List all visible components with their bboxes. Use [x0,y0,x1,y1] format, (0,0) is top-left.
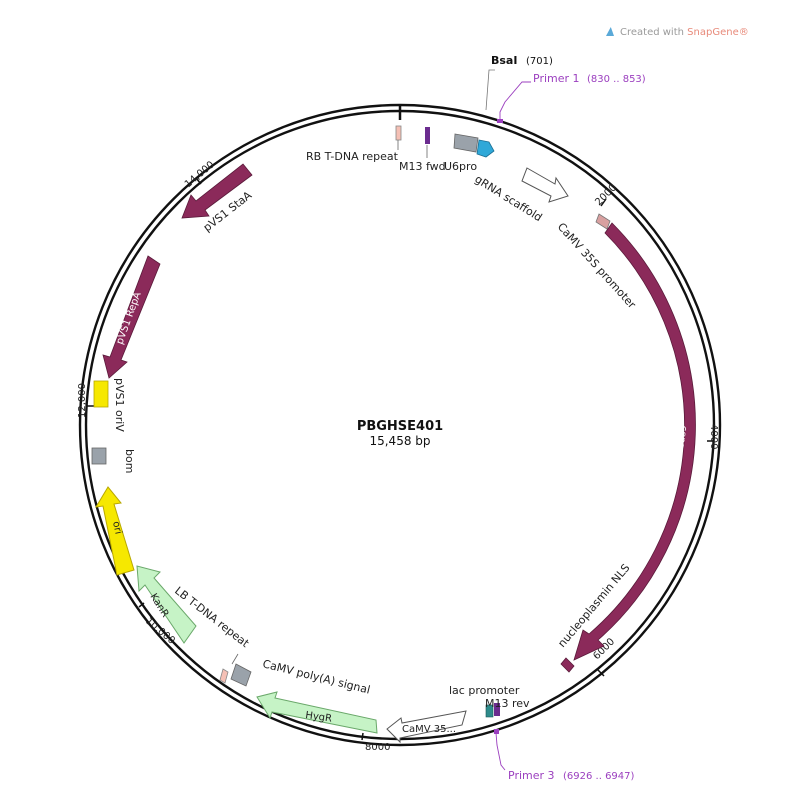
feature-grna-scaffold[interactable] [521,167,569,203]
label-bom: bom [123,449,136,473]
label-primer-1-range: (830 .. 853) [587,74,646,85]
label-pvs1-oriv: pVS1 oriV [113,378,126,432]
tick-label-4000: 4000 [708,424,719,449]
snapgene-logo-icon [606,27,614,36]
tick-2000-mark [600,198,607,207]
label-m13-rev: M13 rev [485,697,530,710]
feature-lac-promoter[interactable] [485,704,494,718]
feature-primer-1[interactable] [497,119,503,123]
leader-lb-tdna [231,653,239,665]
feature-nucleoplasmin-nls[interactable] [560,657,575,673]
tick-14000-mark [195,177,202,185]
plasmid-size: 15,458 bp [369,434,430,448]
tick-label-12000: 12,000 [77,383,88,418]
feature-camv-35s-lower[interactable] [386,710,467,744]
label-primer-3: Primer 3 [508,769,555,782]
label-u6pro: U6pro [444,160,477,173]
tick-10000-mark [138,602,145,608]
feature-u6pro[interactable] [453,133,479,153]
label-primer-3-range: (6926 .. 6947) [563,771,635,782]
feature-primer-3[interactable] [494,729,499,734]
label-camv-35s-lower: CaMV 35... [402,724,456,735]
label-primer-1: Primer 1 [533,72,580,85]
label-lac-promoter: lac promoter [449,684,520,697]
feature-lb-tdna-repeat[interactable] [219,668,229,684]
credit-brand: SnapGene® [687,27,749,38]
label-ori: ori [110,520,123,535]
leader-primer-3 [495,732,506,771]
feature-camv-polya-signal[interactable] [230,663,252,687]
feature-bom[interactable] [91,447,107,465]
feature-ori[interactable] [95,486,135,576]
feature-pvs1-oriv[interactable] [93,380,109,408]
feature-grna-spacer-arrow[interactable] [476,139,495,158]
plasmid-name: PBGHSE401 [357,419,443,434]
label-cas9: Cas9 [675,424,689,450]
feature-rb-tdna-repeat[interactable] [395,125,402,141]
label-rb-tdna-repeat: RB T-DNA repeat [306,150,399,163]
label-hygr: HygR [305,710,333,725]
label-enzyme-bsai: BsaI [491,54,517,67]
leader-primer-1 [499,81,531,120]
label-m13-fwd: M13 fwd [399,160,446,173]
feature-pvs1-staa[interactable] [181,163,253,219]
tick-8000-mark [361,732,364,741]
feature-pvs1-repa[interactable] [102,255,161,379]
feature-hygr[interactable] [256,691,378,734]
credit-prefix: Created with [620,27,684,38]
tick-label-8000: 8000 [365,742,390,753]
scale-ticks [87,177,713,741]
feature-camv-35s-promoter[interactable] [595,213,611,230]
label-camv-polya-signal: CaMV poly(A) signal [261,657,371,696]
leader-bsai [485,69,495,111]
feature-kanr[interactable] [136,565,197,644]
label-enzyme-bsai-position: (701) [526,56,553,67]
feature-m13-rev[interactable] [494,703,500,716]
snapgene-credit: Created with SnapGene® [606,27,749,38]
tick-6000-mark [597,669,605,677]
feature-m13-fwd[interactable] [425,127,430,144]
label-camv-35s-promoter: CaMV 35S promoter [555,220,639,311]
feature-cas9[interactable] [573,222,696,661]
